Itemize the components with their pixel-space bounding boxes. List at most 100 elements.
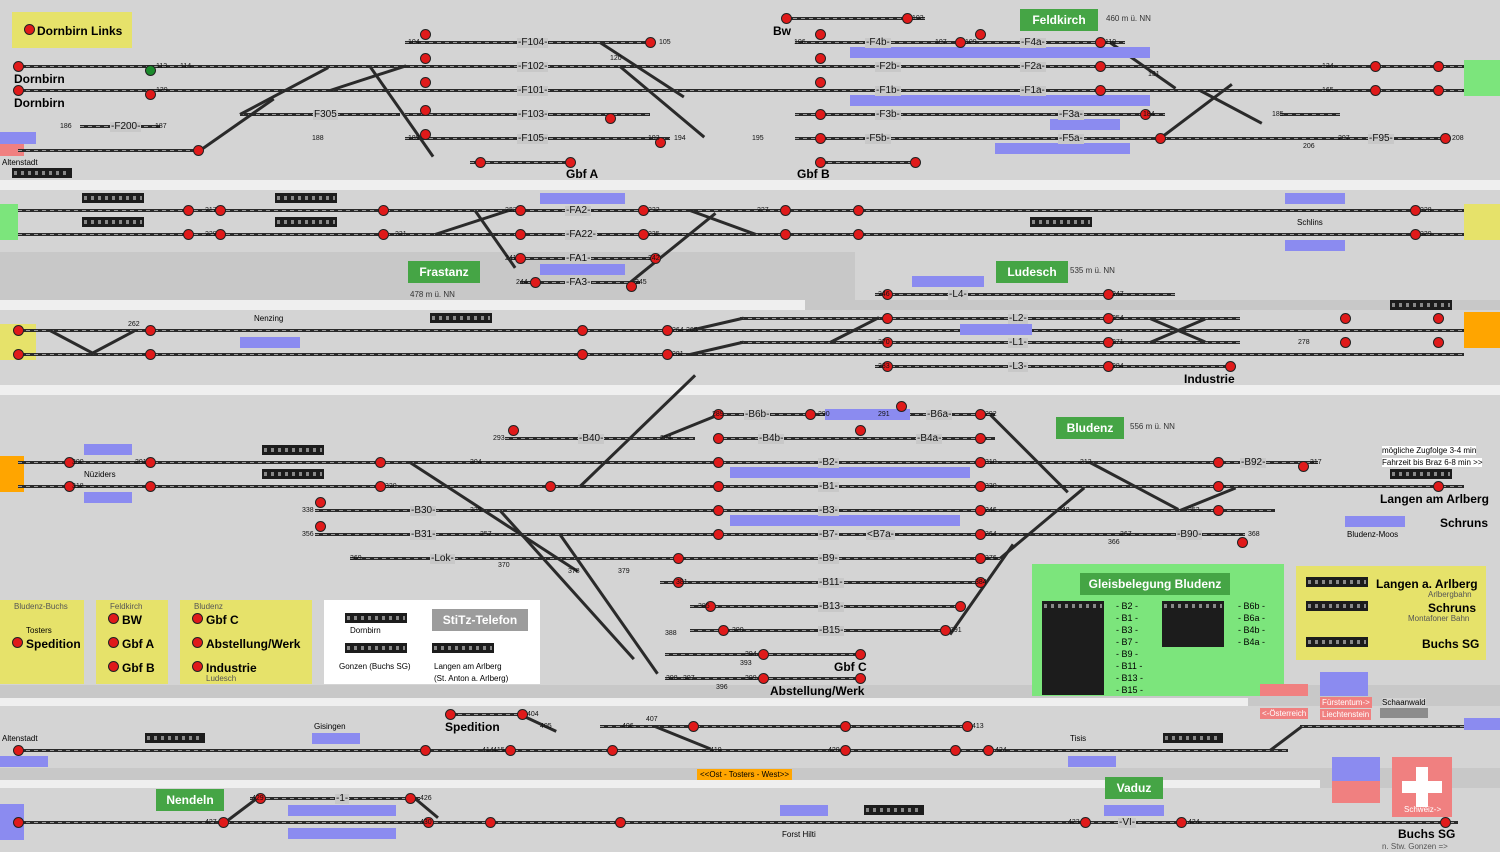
train-number-field[interactable]	[12, 168, 72, 178]
signal-dornbirn-links[interactable]	[24, 24, 35, 35]
signal[interactable]	[645, 37, 656, 48]
signal[interactable]	[145, 457, 156, 468]
signal[interactable]	[1440, 817, 1451, 828]
train-number-field[interactable]	[1306, 601, 1368, 611]
signal[interactable]	[855, 649, 866, 660]
signal[interactable]	[1095, 61, 1106, 72]
track-185[interactable]	[1280, 113, 1340, 116]
signal[interactable]	[955, 37, 966, 48]
signal[interactable]	[515, 229, 526, 240]
signal[interactable]	[638, 205, 649, 216]
train-number-field[interactable]	[82, 217, 144, 227]
signal[interactable]	[896, 401, 907, 412]
track-b4[interactable]	[715, 437, 995, 440]
track-nendeln-main[interactable]	[18, 821, 1458, 824]
signal[interactable]	[1103, 361, 1114, 372]
track-gbf-a[interactable]	[470, 161, 570, 164]
signal[interactable]	[145, 65, 156, 76]
signal[interactable]	[975, 29, 986, 40]
signal[interactable]	[1213, 505, 1224, 516]
signal[interactable]	[420, 745, 431, 756]
signal[interactable]	[255, 793, 266, 804]
signal[interactable]	[662, 349, 673, 360]
signal[interactable]	[420, 105, 431, 116]
signal-industrie[interactable]	[192, 661, 203, 672]
signal[interactable]	[145, 349, 156, 360]
signal[interactable]	[975, 577, 986, 588]
signal[interactable]	[64, 481, 75, 492]
track-bludenz-1[interactable]	[18, 461, 1318, 464]
signal[interactable]	[315, 521, 326, 532]
signal[interactable]	[420, 29, 431, 40]
track-feldkirch-main-2[interactable]	[18, 89, 1464, 92]
signal[interactable]	[13, 61, 24, 72]
train-number-field[interactable]	[82, 193, 144, 203]
signal[interactable]	[638, 229, 649, 240]
signal[interactable]	[1176, 817, 1187, 828]
signal[interactable]	[475, 157, 486, 168]
signal-spedition[interactable]	[12, 637, 23, 648]
train-number-field[interactable]	[345, 613, 407, 623]
signal[interactable]	[975, 481, 986, 492]
signal[interactable]	[565, 157, 576, 168]
signal[interactable]	[607, 745, 618, 756]
signal[interactable]	[420, 53, 431, 64]
signal[interactable]	[1433, 61, 1444, 72]
signal[interactable]	[1370, 85, 1381, 96]
signal[interactable]	[378, 205, 389, 216]
track-ludesch-2[interactable]	[18, 353, 1464, 356]
train-number-field[interactable]	[262, 445, 324, 455]
signal[interactable]	[420, 129, 431, 140]
signal[interactable]	[530, 277, 541, 288]
signal[interactable]	[1370, 61, 1381, 72]
train-number-field[interactable]	[1306, 637, 1368, 647]
track-altenstadt[interactable]	[18, 149, 203, 152]
signal[interactable]	[758, 673, 769, 684]
signal[interactable]	[577, 325, 588, 336]
signal[interactable]	[1433, 481, 1444, 492]
signal[interactable]	[375, 481, 386, 492]
signal[interactable]	[1410, 229, 1421, 240]
track-f95[interactable]	[1230, 137, 1450, 140]
signal[interactable]	[375, 457, 386, 468]
track-frastanz-1[interactable]	[18, 209, 1464, 212]
train-number-field[interactable]	[275, 193, 337, 203]
signal[interactable]	[1340, 337, 1351, 348]
train-number-field[interactable]	[432, 643, 494, 653]
signal[interactable]	[705, 601, 716, 612]
signal-gbf-c[interactable]	[192, 613, 203, 624]
signal[interactable]	[1155, 133, 1166, 144]
signal[interactable]	[713, 529, 724, 540]
track-ludesch-1[interactable]	[18, 329, 1464, 332]
signal[interactable]	[805, 409, 816, 420]
signal[interactable]	[378, 229, 389, 240]
train-number-field[interactable]	[1030, 217, 1092, 227]
signal[interactable]	[508, 425, 519, 436]
signal[interactable]	[840, 745, 851, 756]
signal[interactable]	[662, 325, 673, 336]
track-l4[interactable]	[875, 293, 1175, 296]
signal[interactable]	[515, 253, 526, 264]
signal[interactable]	[615, 817, 626, 828]
signal[interactable]	[145, 481, 156, 492]
signal[interactable]	[815, 29, 826, 40]
signal[interactable]	[815, 109, 826, 120]
signal[interactable]	[780, 205, 791, 216]
signal[interactable]	[1433, 85, 1444, 96]
signal[interactable]	[713, 433, 724, 444]
signal[interactable]	[688, 721, 699, 732]
signal[interactable]	[145, 89, 156, 100]
signal[interactable]	[713, 505, 724, 516]
track-spedition[interactable]	[450, 713, 525, 716]
signal[interactable]	[962, 721, 973, 732]
signal[interactable]	[1298, 461, 1309, 472]
train-number-field[interactable]	[1306, 577, 1368, 587]
signal[interactable]	[218, 817, 229, 828]
signal[interactable]	[1237, 537, 1248, 548]
signal[interactable]	[975, 457, 986, 468]
signal[interactable]	[1213, 481, 1224, 492]
signal[interactable]	[515, 205, 526, 216]
signal[interactable]	[882, 337, 893, 348]
signal[interactable]	[910, 157, 921, 168]
station-frastanz[interactable]: Frastanz	[408, 261, 480, 283]
